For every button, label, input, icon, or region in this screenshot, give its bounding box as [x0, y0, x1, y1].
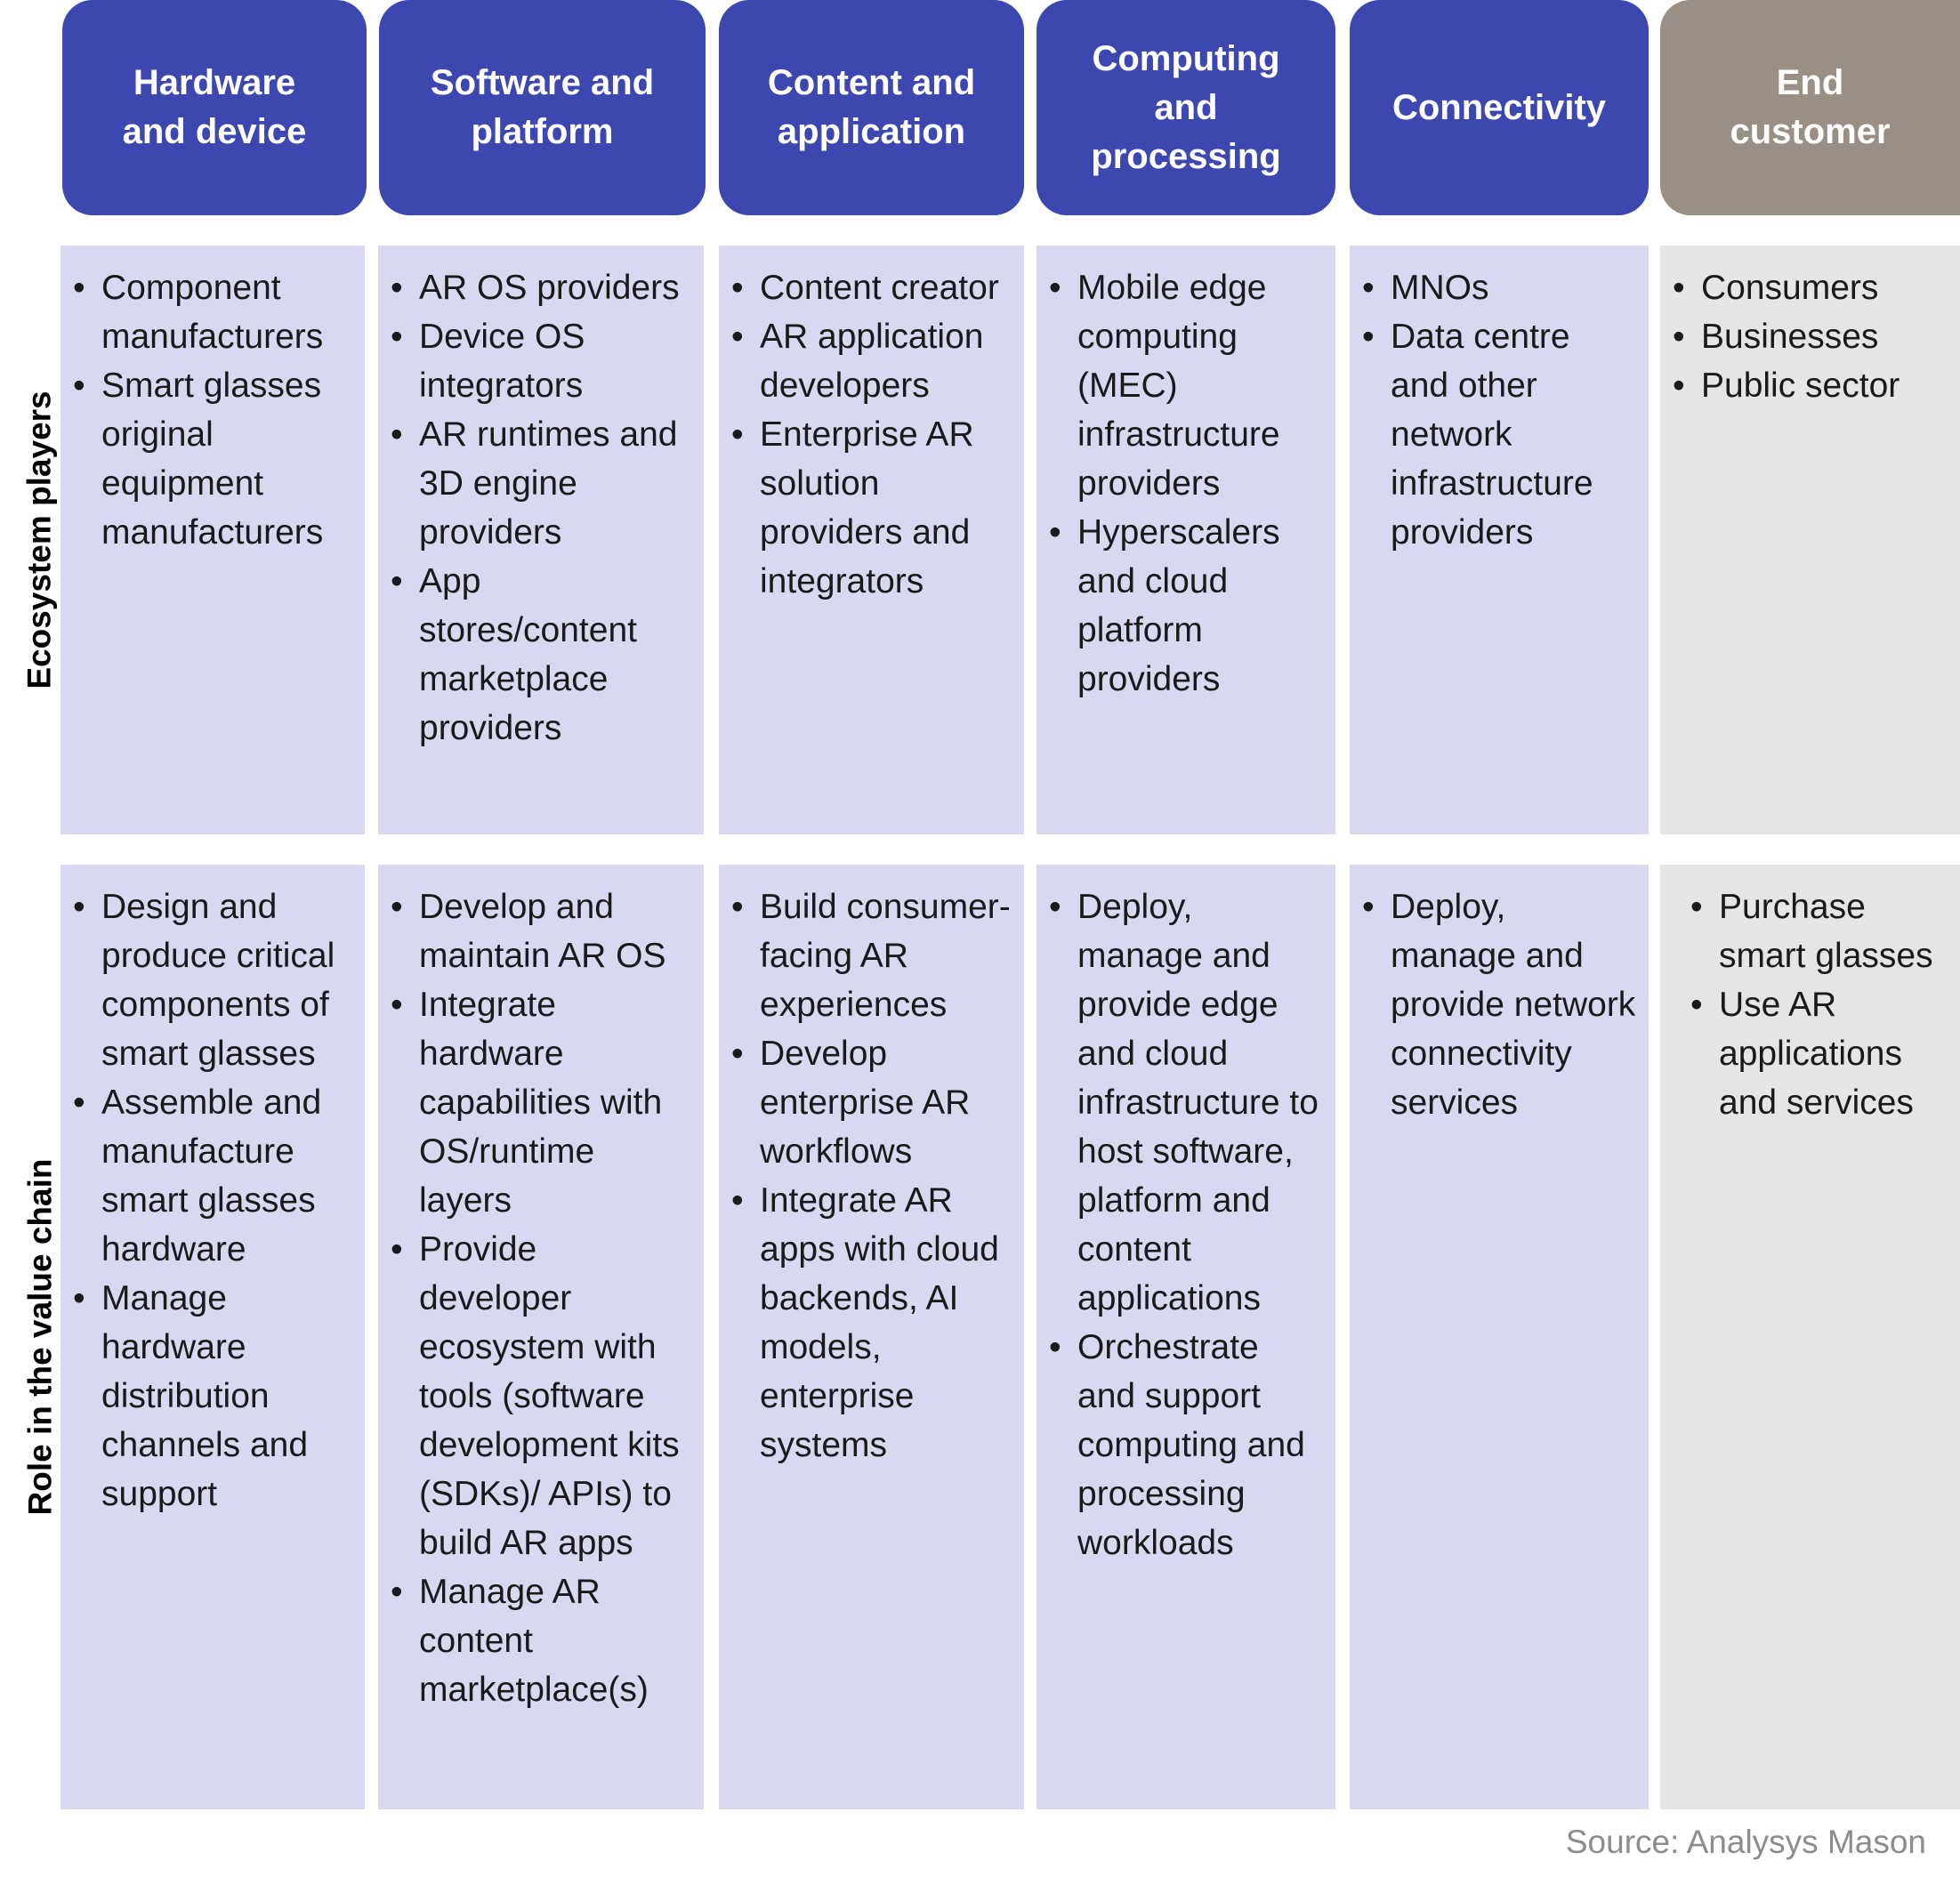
players-cell-end-customer: Consumers Businesses Public sector: [1660, 246, 1960, 834]
roles-list: Design and produce critical components o…: [73, 882, 352, 1518]
players-cell-software: AR OS providers Device OS integrators AR…: [378, 246, 704, 834]
list-item: Deploy, manage and provide network conne…: [1362, 882, 1636, 1127]
list-item: Manage hardware distribution channels an…: [73, 1274, 352, 1518]
players-list: Consumers Businesses Public sector: [1673, 263, 1948, 410]
roles-cell-connectivity: Deploy, manage and provide network conne…: [1350, 865, 1649, 1809]
list-item: Integrate AR apps with cloud backends, A…: [731, 1176, 1012, 1470]
list-item: Hyperscalers and cloud platform provider…: [1049, 508, 1323, 704]
header-computing-and-processing: Computing and processing: [1036, 0, 1335, 215]
list-item: Develop and maintain AR OS: [391, 882, 691, 980]
roles-cell-hardware: Design and produce critical components o…: [60, 865, 365, 1809]
list-item: Manage AR content marketplace(s): [391, 1567, 691, 1714]
list-item: Mobile edge computing (MEC) infrastructu…: [1049, 263, 1323, 508]
list-item: Enterprise AR solution providers and int…: [731, 410, 1012, 606]
players-list: Component manufacturers Smart glasses or…: [73, 263, 352, 557]
list-item: Deploy, manage and provide edge and clou…: [1049, 882, 1323, 1323]
players-cell-hardware: Component manufacturers Smart glasses or…: [60, 246, 365, 834]
roles-list: Deploy, manage and provide network conne…: [1362, 882, 1636, 1127]
header-end-customer: End customer: [1660, 0, 1960, 215]
roles-cell-computing: Deploy, manage and provide edge and clou…: [1036, 865, 1335, 1809]
players-list: AR OS providers Device OS integrators AR…: [391, 263, 691, 753]
source-note: Source: Analysys Mason: [1565, 1824, 1926, 1860]
header-content-and-application: Content and application: [719, 0, 1024, 215]
roles-cell-software: Develop and maintain AR OS Integrate har…: [378, 865, 704, 1809]
list-item: Develop enterprise AR workflows: [731, 1029, 1012, 1176]
list-item: Consumers: [1673, 263, 1948, 312]
players-list: MNOs Data centre and other network infra…: [1362, 263, 1636, 557]
list-item: Design and produce critical components o…: [73, 882, 352, 1078]
list-item: Provide developer ecosystem with tools (…: [391, 1225, 691, 1567]
list-item: MNOs: [1362, 263, 1636, 312]
roles-list: Develop and maintain AR OS Integrate har…: [391, 882, 691, 1714]
list-item: App stores/content marketplace providers: [391, 557, 691, 753]
list-item: Orchestrate and support computing and pr…: [1049, 1323, 1323, 1567]
list-item: Use AR applications and services: [1690, 980, 1948, 1127]
list-item: Integrate hardware capabilities with OS/…: [391, 980, 691, 1225]
list-item: Content creator: [731, 263, 1012, 312]
roles-cell-content: Build consumer-facing AR experiences Dev…: [719, 865, 1024, 1809]
list-item: Purchase smart glasses: [1690, 882, 1948, 980]
list-item: AR OS providers: [391, 263, 691, 312]
list-item: Assemble and manufacture smart glasses h…: [73, 1078, 352, 1274]
header-software-and-platform: Software and platform: [379, 0, 706, 215]
list-item: Data centre and other network infrastruc…: [1362, 312, 1636, 557]
roles-list: Purchase smart glasses Use AR applicatio…: [1690, 882, 1948, 1127]
list-item: AR application developers: [731, 312, 1012, 410]
list-item: AR runtimes and 3D engine providers: [391, 410, 691, 557]
list-item: Device OS integrators: [391, 312, 691, 410]
list-item: Build consumer-facing AR experiences: [731, 882, 1012, 1029]
list-item: Businesses: [1673, 312, 1948, 361]
roles-cell-end-customer: Purchase smart glasses Use AR applicatio…: [1660, 865, 1960, 1809]
header-hardware-and-device: Hardware and device: [62, 0, 367, 215]
players-list: Content creator AR application developer…: [731, 263, 1012, 606]
roles-list: Deploy, manage and provide edge and clou…: [1049, 882, 1323, 1567]
players-cell-computing: Mobile edge computing (MEC) infrastructu…: [1036, 246, 1335, 834]
header-connectivity: Connectivity: [1350, 0, 1649, 215]
players-cell-content: Content creator AR application developer…: [719, 246, 1024, 834]
list-item: Smart glasses original equipment manufac…: [73, 361, 352, 557]
players-cell-connectivity: MNOs Data centre and other network infra…: [1350, 246, 1649, 834]
roles-list: Build consumer-facing AR experiences Dev…: [731, 882, 1012, 1470]
list-item: Public sector: [1673, 361, 1948, 410]
list-item: Component manufacturers: [73, 263, 352, 361]
players-list: Mobile edge computing (MEC) infrastructu…: [1049, 263, 1323, 704]
